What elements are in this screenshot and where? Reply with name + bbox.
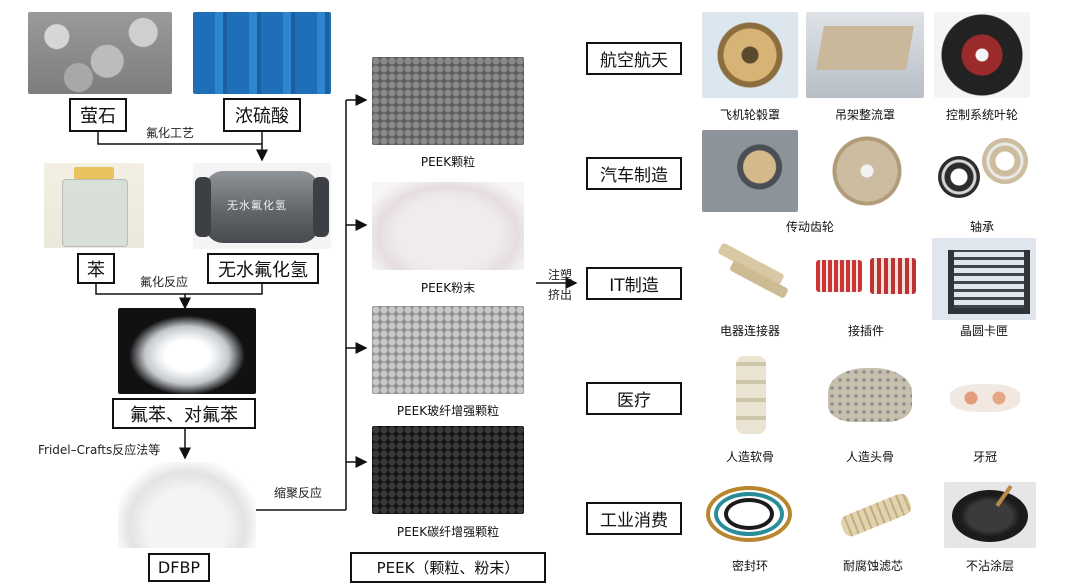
artificial-cartilage-caption: 人造软骨 [725,450,775,464]
control-system-impeller-photo [934,12,1030,98]
transmission-gear-caption: 传动齿轮 [785,220,835,234]
category-medical: 医疗 [586,382,682,415]
anhydrous-hf-tank-photo: 无水氟化氢 [193,163,331,249]
benzene-box: 苯 [77,253,115,284]
category-it-manufacturing: IT制造 [586,267,682,300]
friedel-crafts-label: Fridel–Crafts反应法等 [38,443,161,457]
peek-granules-photo [372,57,524,145]
injection-label: 注塑 [548,268,573,282]
dfbp-box: DFBP [148,553,210,582]
artificial-skull-caption: 人造头骨 [845,450,895,464]
seal-ring-photo [702,482,798,548]
corrosion-resistant-filter-photo [826,482,920,548]
electrical-connector-caption: 电器连接器 [719,324,781,338]
non-stick-coating-photo [944,482,1036,548]
wafer-cassette-caption: 晶圆卡匣 [959,324,1009,338]
corrosion-resistant-filter-caption: 耐腐蚀滤芯 [842,559,904,573]
category-aerospace: 航空航天 [586,42,682,75]
artificial-cartilage-photo [702,350,798,440]
category-industrial-consumer: 工业消费 [586,502,682,535]
peek-glass-fiber-photo [372,306,524,394]
bearing-photo [934,130,1030,212]
peek-granules-caption: PEEK颗粒 [420,155,476,169]
plug-connector-photo [812,250,920,310]
aircraft-wheel-cover-photo [702,12,798,98]
fluorite-photo [28,12,172,94]
dental-crown-photo [940,370,1030,426]
transmission-gear-photo [818,130,916,212]
artificial-skull-photo [820,360,920,432]
control-system-impeller-caption: 控制系统叶轮 [945,108,1019,122]
electrical-connector-photo [702,240,798,314]
pylon-fairing-photo [806,12,924,98]
fluorobenzene-crystal-photo [118,308,256,394]
peek-summary-box: PEEK（颗粒、粉末） [350,552,546,583]
benzene-bottle-photo [44,163,144,248]
sulfuric-acid-barrels-photo [193,12,331,94]
seal-ring-caption: 密封环 [731,559,769,573]
peek-powder-caption: PEEK粉末 [420,281,476,295]
fluorination-reaction-label: 氟化反应 [140,275,189,289]
wafer-cassette-photo [932,238,1036,320]
peek-carbon-fiber-caption: PEEK碳纤增强颗粒 [396,525,500,539]
fluorobenzene-box: 氟苯、对氟苯 [112,398,256,429]
plug-connector-caption: 接插件 [847,324,885,338]
peek-carbon-fiber-photo [372,426,524,514]
non-stick-coating-caption: 不沾涂层 [965,559,1015,573]
sulfuric-acid-box: 浓硫酸 [223,98,301,132]
pylon-fairing-caption: 吊架整流罩 [834,108,896,122]
hf-tank-label: 无水氟化氢 [227,199,287,212]
peek-glass-fiber-caption: PEEK玻纤增强颗粒 [396,404,500,418]
fluorite-box: 萤石 [69,98,127,132]
category-automotive: 汽车制造 [586,157,682,190]
dental-crown-caption: 牙冠 [972,450,998,464]
dfbp-powder-photo [118,462,256,548]
anhydrous-hf-box: 无水氟化氢 [207,253,319,284]
aircraft-wheel-cover-caption: 飞机轮毂罩 [719,108,781,122]
fluorination-process-label: 氟化工艺 [146,126,195,140]
bearing-caption: 轴承 [969,220,995,234]
peek-powder-photo [372,182,524,270]
polycondensation-label: 缩聚反应 [274,486,323,500]
extrusion-label: 挤出 [548,288,573,302]
transmission-gear-assembly-photo [702,130,798,212]
